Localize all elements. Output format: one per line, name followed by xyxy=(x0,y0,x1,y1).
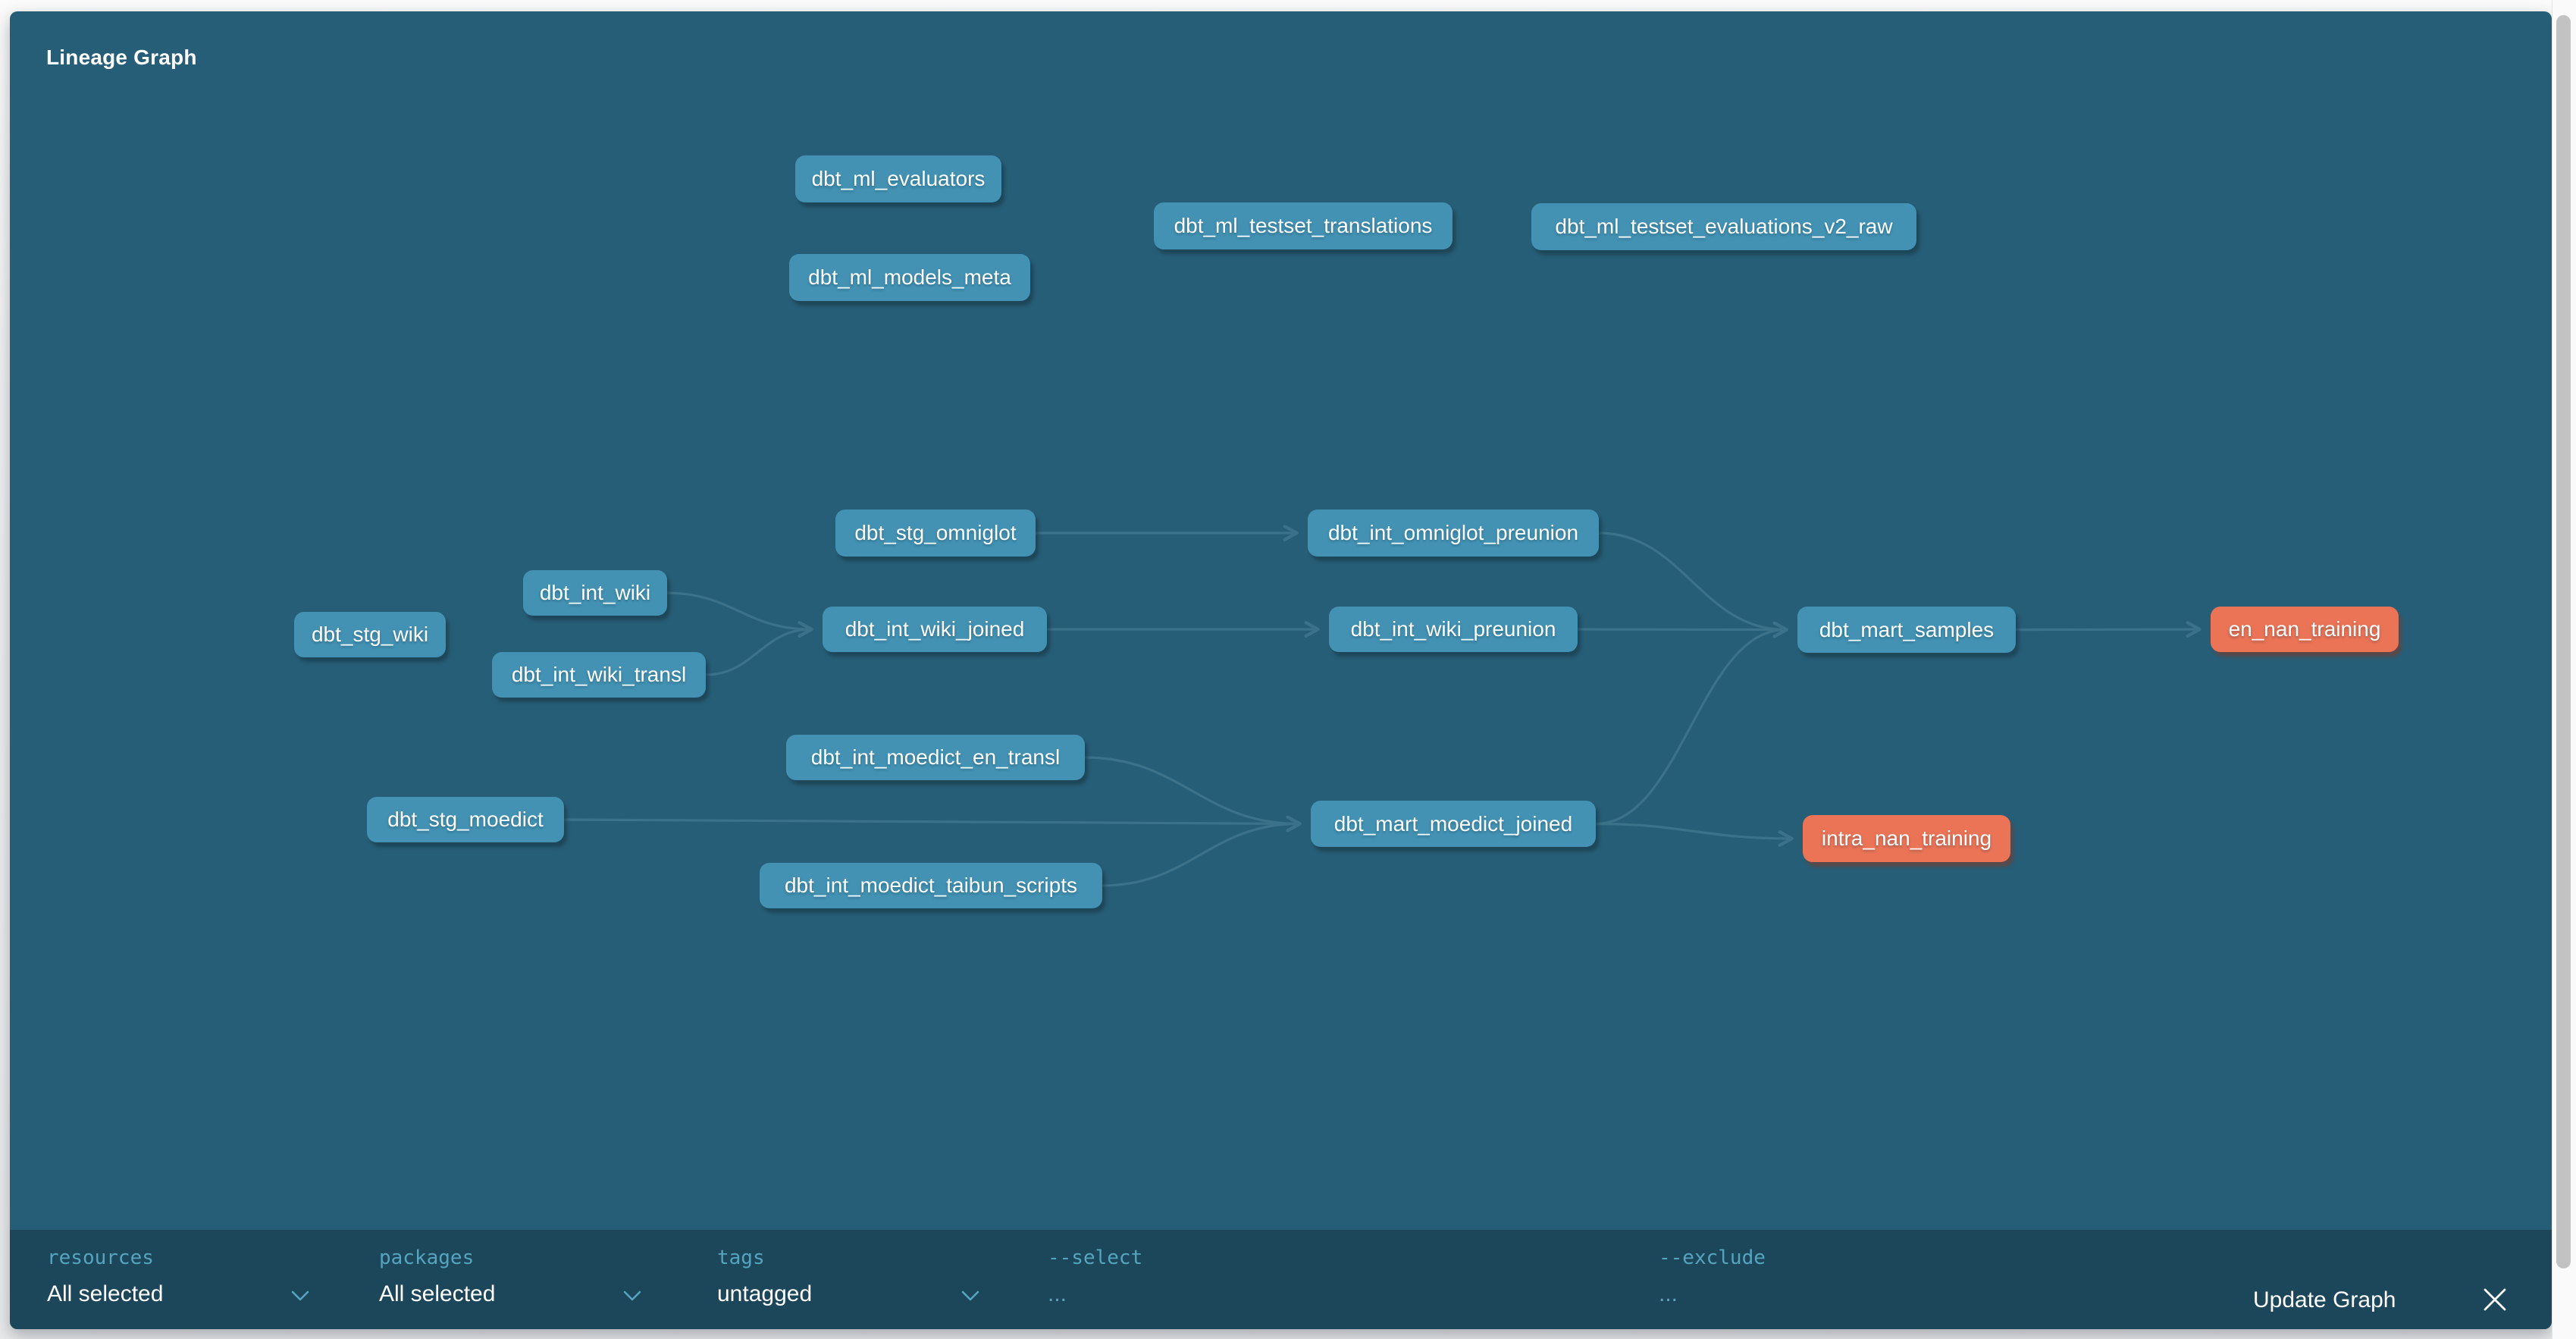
exclude-input[interactable]: ... xyxy=(1659,1281,1924,1315)
graph-node-dbt_int_wiki_preunion[interactable]: dbt_int_wiki_preunion xyxy=(1329,607,1578,652)
graph-node-dbt_stg_moedict[interactable]: dbt_stg_moedict xyxy=(367,797,564,842)
packages-dropdown[interactable]: All selected xyxy=(379,1281,644,1315)
panel-title: Lineage Graph xyxy=(46,45,197,69)
tags-dropdown-value: untagged xyxy=(717,1281,813,1306)
filter-label-resources: resources xyxy=(47,1246,154,1269)
filter-resources: resources All selected xyxy=(47,1230,312,1329)
scrollbar-thumb[interactable] xyxy=(2556,15,2571,1268)
graph-node-dbt_mart_samples[interactable]: dbt_mart_samples xyxy=(1797,607,2016,653)
graph-node-dbt_int_moedict_en_transl[interactable]: dbt_int_moedict_en_transl xyxy=(786,735,1085,780)
chevron-down-icon xyxy=(291,1290,309,1301)
exclude-input-value: ... xyxy=(1659,1281,1678,1306)
graph-node-dbt_ml_models_meta[interactable]: dbt_ml_models_meta xyxy=(789,254,1030,301)
graph-node-dbt_ml_testset_evaluations_v2_raw[interactable]: dbt_ml_testset_evaluations_v2_raw xyxy=(1531,203,1916,250)
select-input-value: ... xyxy=(1048,1281,1067,1306)
close-icon[interactable] xyxy=(2480,1284,2510,1315)
graph-node-dbt_ml_testset_translations[interactable]: dbt_ml_testset_translations xyxy=(1154,202,1453,249)
graph-node-dbt_ml_evaluators[interactable]: dbt_ml_evaluators xyxy=(795,155,1001,202)
graph-node-dbt_int_wiki_transl[interactable]: dbt_int_wiki_transl xyxy=(492,652,706,698)
update-graph-button[interactable]: Update Graph xyxy=(2253,1287,2396,1312)
graph-node-dbt_int_wiki_joined[interactable]: dbt_int_wiki_joined xyxy=(823,607,1047,652)
tags-dropdown[interactable]: untagged xyxy=(717,1281,982,1315)
graph-node-dbt_stg_wiki[interactable]: dbt_stg_wiki xyxy=(294,612,446,657)
filter-label-tags: tags xyxy=(717,1246,765,1269)
filter-toolbar: resources All selected packages All sele… xyxy=(10,1230,2552,1329)
graph-node-intra_nan_training[interactable]: intra_nan_training xyxy=(1803,815,2010,862)
graph-node-dbt_int_wiki[interactable]: dbt_int_wiki xyxy=(523,570,667,616)
chevron-down-icon xyxy=(623,1290,641,1301)
resources-dropdown[interactable]: All selected xyxy=(47,1281,312,1315)
filter-label-select: --select xyxy=(1048,1246,1143,1269)
graph-node-en_nan_training[interactable]: en_nan_training xyxy=(2211,607,2399,652)
graph-node-dbt_int_moedict_taibun_scripts[interactable]: dbt_int_moedict_taibun_scripts xyxy=(760,863,1102,908)
filter-tags: tags untagged xyxy=(717,1230,982,1329)
filter-select: --select ... xyxy=(1048,1230,1313,1329)
filter-exclude: --exclude ... xyxy=(1659,1230,1924,1329)
filter-packages: packages All selected xyxy=(379,1230,644,1329)
graph-node-dbt_mart_moedict_joined[interactable]: dbt_mart_moedict_joined xyxy=(1311,801,1596,847)
filter-label-exclude: --exclude xyxy=(1659,1246,1766,1269)
select-input[interactable]: ... xyxy=(1048,1281,1313,1315)
graph-node-dbt_int_omniglot_preunion[interactable]: dbt_int_omniglot_preunion xyxy=(1308,510,1599,557)
resources-dropdown-value: All selected xyxy=(47,1281,164,1306)
filter-label-packages: packages xyxy=(379,1246,475,1269)
packages-dropdown-value: All selected xyxy=(379,1281,496,1306)
chevron-down-icon xyxy=(961,1290,979,1301)
scrollbar[interactable] xyxy=(2552,0,2576,1339)
graph-node-dbt_stg_omniglot[interactable]: dbt_stg_omniglot xyxy=(835,510,1036,557)
